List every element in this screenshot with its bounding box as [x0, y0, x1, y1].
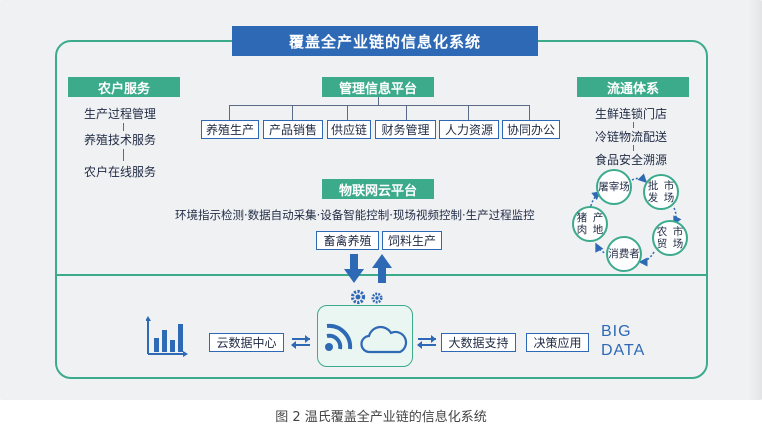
cloud-icon: [360, 325, 408, 354]
management-branch-line: [229, 105, 529, 106]
circulation-item-1: 生鲜连锁门店: [595, 107, 668, 121]
big-data-line-1: BIG: [601, 323, 632, 340]
iot-platform-heading: 物联网云平台: [322, 179, 434, 199]
diagram-title: 覆盖全产业链的信息化系统: [232, 26, 538, 56]
decision-application: 决策应用: [526, 333, 589, 352]
data-flow-arrows: [344, 254, 392, 305]
big-data-support: 大数据支持: [441, 333, 516, 352]
cycle-slaughterhouse: 屠宰场: [596, 169, 632, 205]
farmer-item-3: 农户在线服务: [84, 165, 157, 179]
farmer-item-2: 养殖技术服务: [84, 133, 157, 147]
management-platform-heading: 管理信息平台: [322, 77, 434, 97]
iot-functions: 环境指示检测·数据自动采集·设备智能控制·现场视频控制·生产过程监控: [175, 208, 535, 222]
module-hr: 人力资源: [439, 120, 499, 139]
figure-caption: 图 2 温氏覆盖全产业链的信息化系统: [275, 410, 487, 425]
module-finance: 财务管理: [375, 120, 436, 139]
farmer-item-1: 生产过程管理: [84, 107, 157, 121]
farmer-connector-2: [123, 149, 124, 161]
big-data-label: BIG DATA: [601, 322, 645, 360]
target-livestock: 畜禽养殖: [316, 231, 379, 250]
cycle-wholesale-market: 批发市场: [643, 174, 679, 210]
module-breeding: 养殖生产: [201, 120, 259, 139]
wifi-signal-icon: [325, 323, 353, 351]
big-data-line-2: DATA: [601, 342, 646, 359]
circulation-heading: 流通体系: [577, 77, 689, 97]
cycle-pork-origin: 猪肉产地: [572, 206, 608, 242]
bar-chart-icon: [146, 316, 188, 357]
cycle-consumer: 消费者: [606, 236, 642, 272]
farmer-service-heading: 农户服务: [68, 77, 180, 97]
arrow-down-icon: [344, 254, 364, 283]
module-supply-chain: 供应链: [327, 120, 371, 139]
double-arrow-icon: [291, 335, 310, 349]
cycle-farmers-market: 农贸市场: [652, 220, 688, 256]
cloud-data-center: 云数据中心: [209, 333, 284, 352]
double-arrow-icon-2: [417, 335, 436, 349]
management-stem: [378, 97, 379, 105]
gear-icon: [350, 289, 366, 305]
target-feed: 饲料生产: [382, 231, 442, 250]
gear-icon-small: [371, 292, 383, 304]
module-sales: 产品销售: [263, 120, 323, 139]
circulation-item-3: 食品安全溯源: [595, 153, 668, 167]
circulation-item-2: 冷链物流配送: [595, 130, 668, 144]
arrow-up-icon: [372, 254, 392, 283]
farmer-connector-1: [123, 123, 124, 131]
module-office: 协同办公: [502, 120, 560, 139]
